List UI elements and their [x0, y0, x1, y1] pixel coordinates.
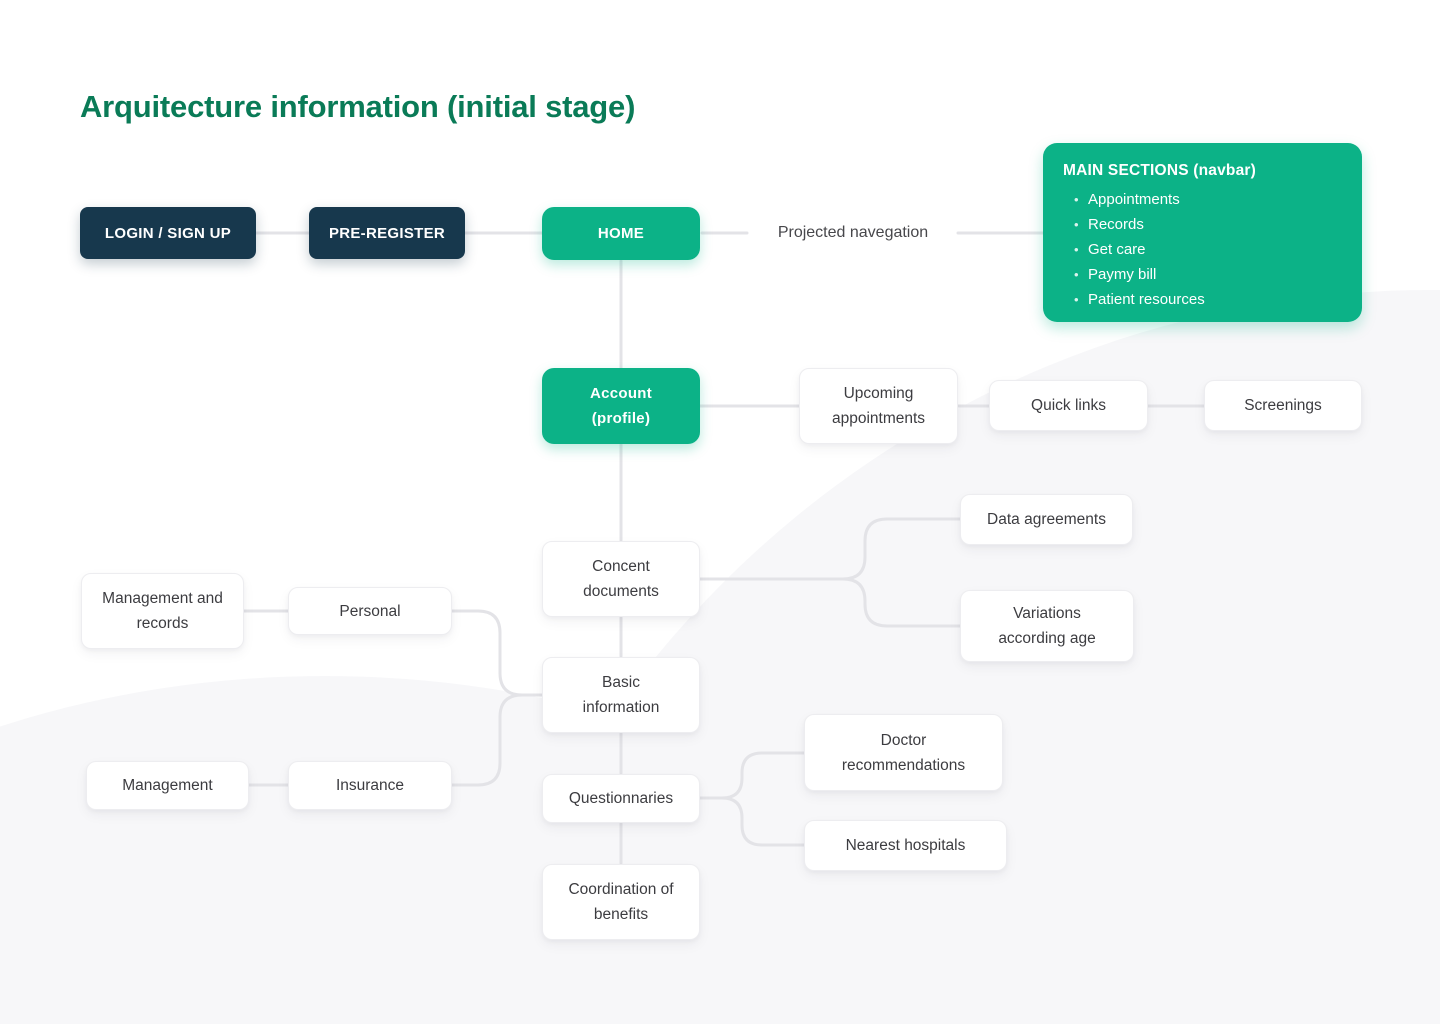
bullet-icon: • — [1074, 192, 1079, 207]
main-sections-panel[interactable]: MAIN SECTIONS (navbar) • Appointments • … — [1043, 143, 1362, 322]
node-concent-documents[interactable]: Concent documents — [542, 541, 700, 617]
main-sections-list: • Appointments • Records • Get care • Pa… — [1063, 187, 1342, 312]
node-home[interactable]: HOME — [542, 207, 700, 260]
projected-navigation-label: Projected navegation — [777, 224, 929, 241]
node-management[interactable]: Management — [86, 761, 249, 810]
node-upcoming-appointments[interactable]: Upcoming appointments — [799, 368, 958, 444]
main-sections-item-label: Appointments — [1088, 191, 1180, 208]
node-insurance[interactable]: Insurance — [288, 761, 452, 810]
main-sections-item-label: Get care — [1088, 241, 1146, 258]
node-account-profile[interactable]: Account (profile) — [542, 368, 700, 444]
node-login-signup[interactable]: LOGIN / SIGN UP — [80, 207, 256, 259]
node-nearest-hospitals[interactable]: Nearest hospitals — [804, 820, 1007, 871]
node-basic-information[interactable]: Basic information — [542, 657, 700, 733]
node-management-and-records[interactable]: Management and records — [81, 573, 244, 649]
node-quick-links[interactable]: Quick links — [989, 380, 1148, 431]
bullet-icon: • — [1074, 267, 1079, 282]
node-doctor-recommendations[interactable]: Doctor recommendations — [804, 714, 1003, 791]
main-sections-item-label: Records — [1088, 216, 1144, 233]
node-personal[interactable]: Personal — [288, 587, 452, 635]
main-sections-title: MAIN SECTIONS (navbar) — [1063, 162, 1257, 179]
node-data-agreements[interactable]: Data agreements — [960, 494, 1133, 545]
main-sections-item: • Patient resources — [1063, 287, 1342, 312]
bullet-icon: • — [1074, 292, 1079, 307]
bullet-icon: • — [1074, 217, 1079, 232]
main-sections-item-label: Patient resources — [1088, 291, 1205, 308]
main-sections-item: • Paymy bill — [1063, 262, 1342, 287]
main-sections-item-label: Paymy bill — [1088, 266, 1157, 283]
main-sections-item: • Appointments — [1063, 187, 1342, 212]
node-coordination-of-benefits[interactable]: Coordination of benefits — [542, 864, 700, 940]
node-pre-register[interactable]: PRE-REGISTER — [309, 207, 465, 259]
node-screenings[interactable]: Screenings — [1204, 380, 1362, 431]
node-questionnaries[interactable]: Questionnaries — [542, 774, 700, 823]
bullet-icon: • — [1074, 242, 1079, 257]
node-variations-according-age[interactable]: Variations according age — [960, 590, 1134, 662]
main-sections-item: • Get care — [1063, 237, 1342, 262]
main-sections-item: • Records — [1063, 212, 1342, 237]
page-title: Arquitecture information (initial stage) — [80, 89, 636, 124]
